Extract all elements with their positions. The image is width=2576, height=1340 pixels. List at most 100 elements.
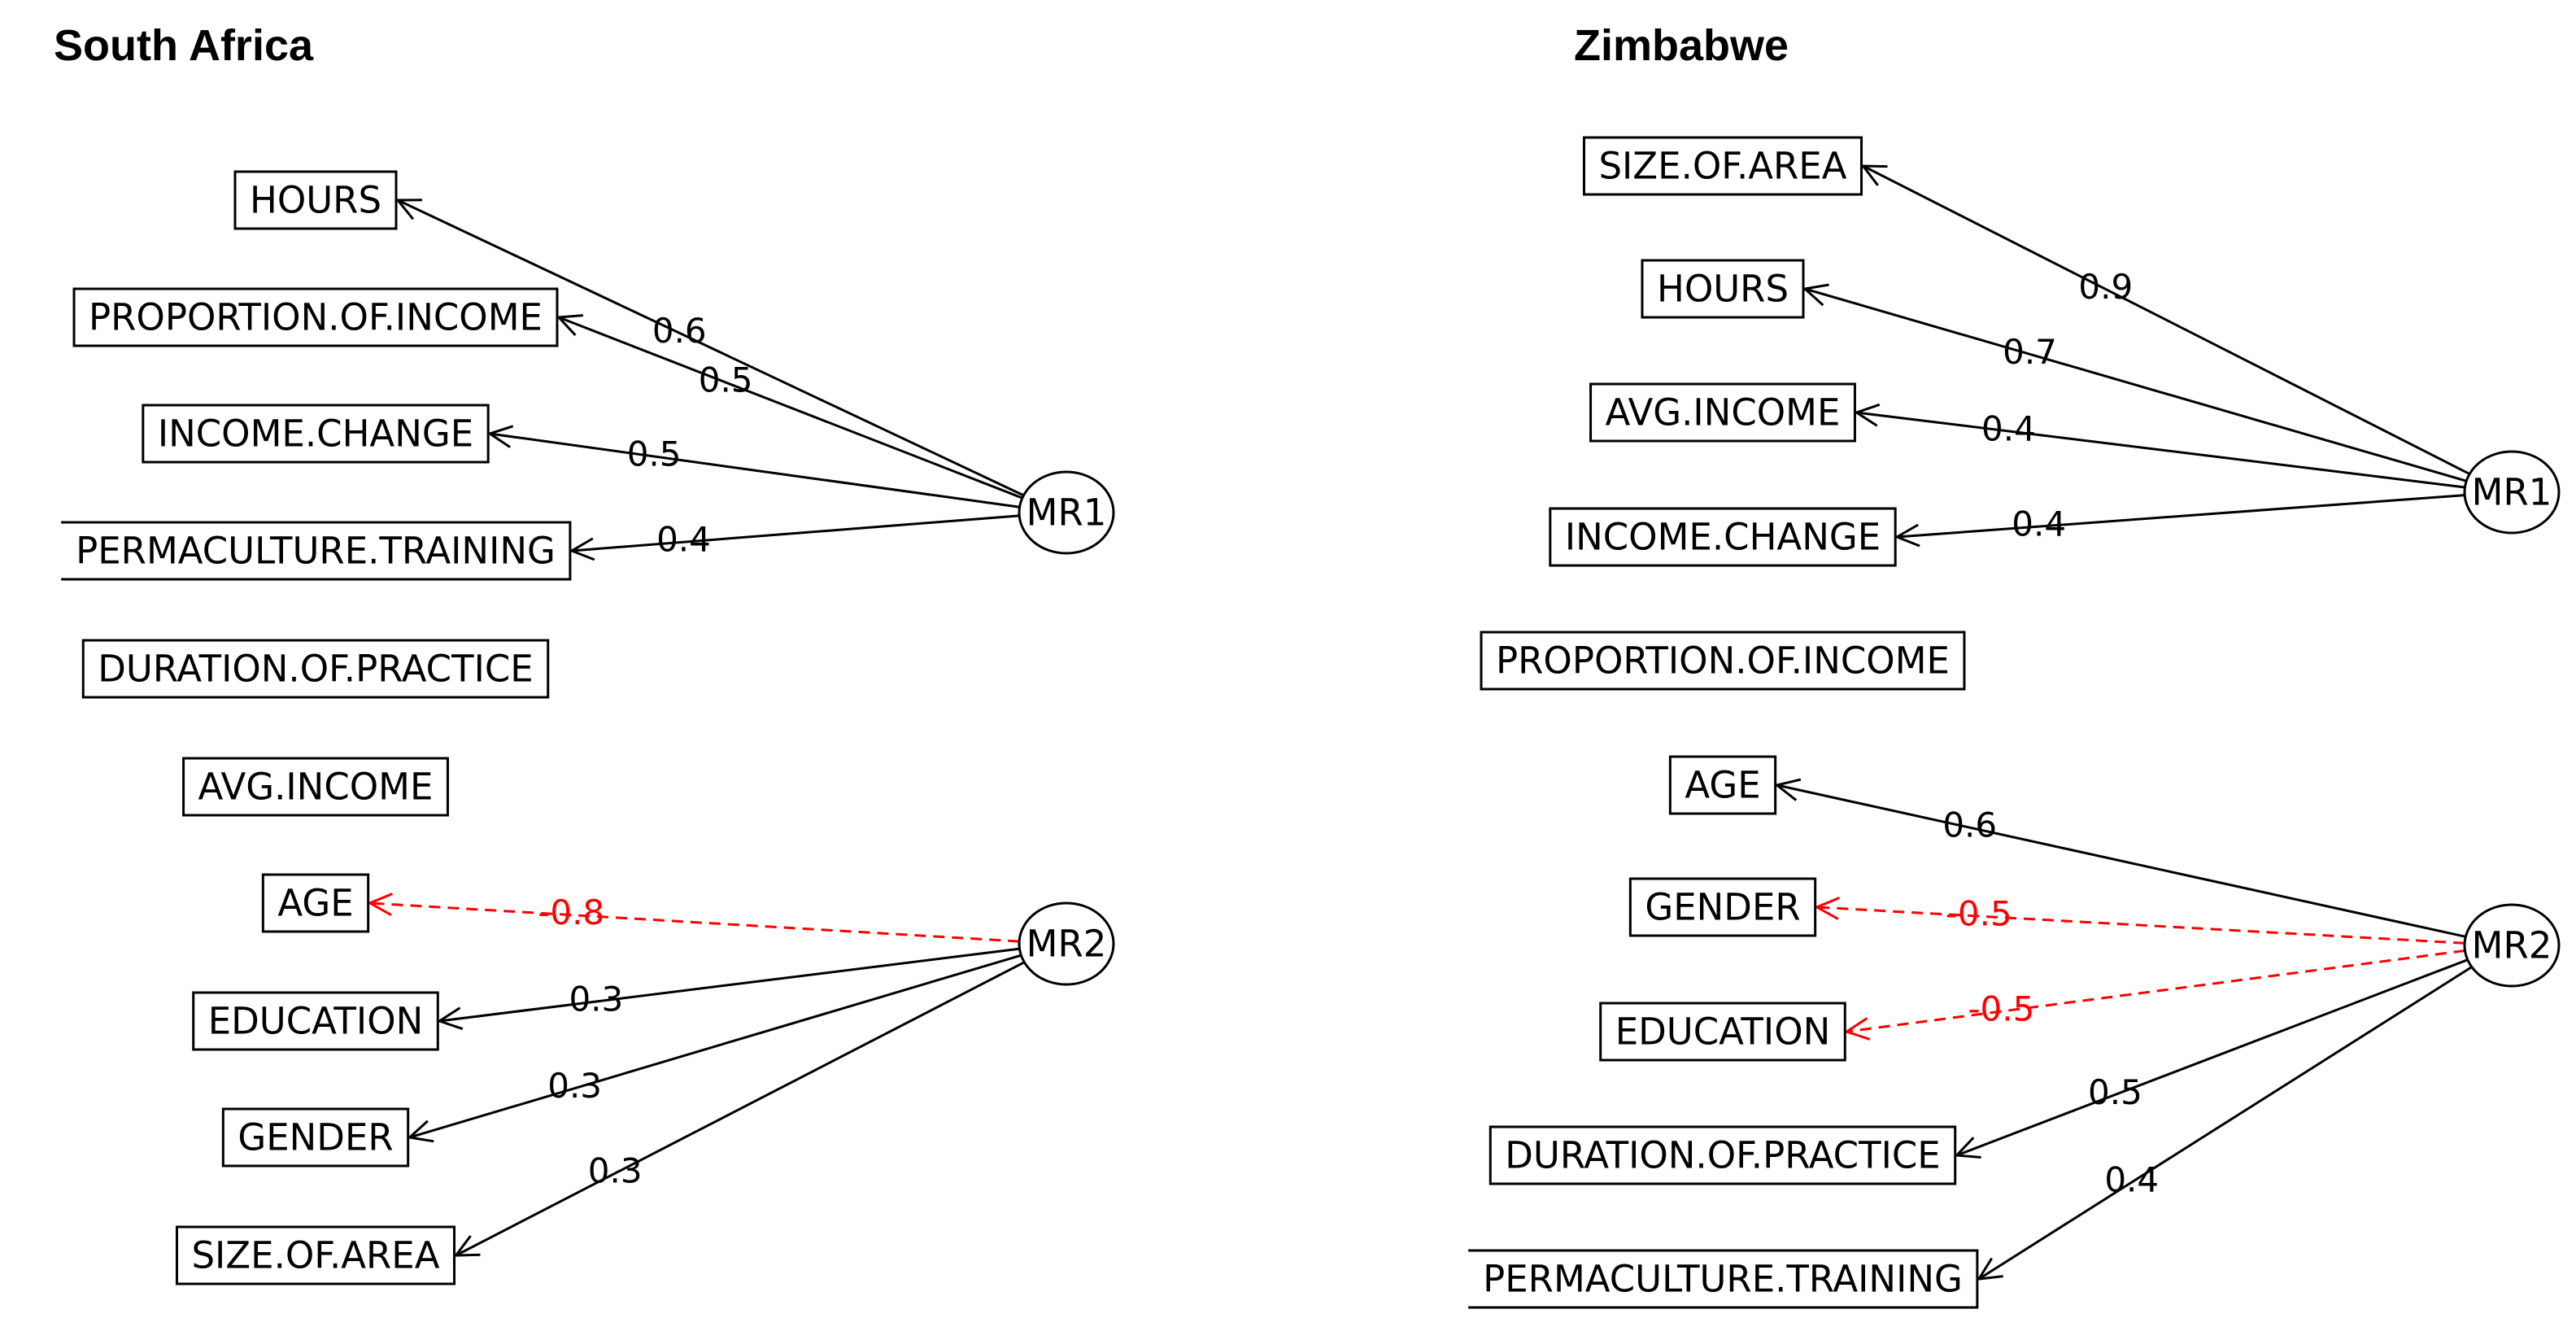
edge-line — [1978, 966, 2473, 1281]
factor-node-mr2: MR2 — [2463, 903, 2561, 988]
loading-edge-mr1-hours: 0.7 — [1802, 283, 2467, 482]
edge-line — [397, 199, 1025, 497]
variable-box — [1668, 755, 1777, 815]
factor-label: MR1 — [2472, 471, 2552, 514]
edge-line — [1862, 164, 2470, 475]
variable-node-age: AGE — [261, 873, 370, 933]
factor-ellipse — [1018, 470, 1115, 555]
loading-edge-mr2-gender: 0.3 — [407, 954, 1022, 1143]
loading-edge-mr1-proportion-of-income: 0.5 — [556, 314, 1023, 500]
arrow-head-icon — [1860, 164, 1888, 186]
variable-label: AVG.INCOME — [198, 766, 434, 809]
arrow-head-icon — [394, 199, 423, 220]
variable-node-duration-of-practice: DURATION.OF.PRACTICE — [1489, 1125, 1957, 1185]
arrow-head-icon — [1802, 283, 1829, 307]
loading-value: 0.9 — [2078, 267, 2133, 307]
variable-node-income-change: INCOME.CHANGE — [142, 404, 490, 464]
variable-box — [192, 991, 439, 1051]
variable-node-income-change: INCOME.CHANGE — [1549, 507, 1897, 567]
variable-box — [1480, 631, 1966, 691]
variable-box — [72, 287, 559, 347]
variable-node-proportion-of-income: PROPORTION.OF.INCOME — [72, 287, 559, 347]
loading-value: 0.7 — [2003, 332, 2057, 372]
variable-node-hours: HOURS — [1641, 259, 1805, 319]
edge-line — [1956, 958, 2469, 1157]
arrow-head-icon — [1843, 1017, 1871, 1041]
variable-node-avg-income: AVG.INCOME — [182, 757, 449, 817]
variable-label: SIZE.OF.AREA — [191, 1234, 439, 1277]
arrow-head-icon — [407, 1120, 434, 1143]
loading-edge-mr2-education: 0.3 — [436, 947, 1020, 1031]
edge-line — [558, 316, 1023, 500]
loading-edge-mr1-income-change: 0.4 — [1894, 494, 2465, 548]
loading-value: 0.5 — [699, 360, 753, 399]
loading-edge-mr2-gender: -0.5 — [1814, 894, 2465, 945]
variable-node-avg-income: AVG.INCOME — [1589, 382, 1856, 443]
arrow-head-icon — [569, 537, 595, 561]
variable-node-gender: GENDER — [1628, 877, 1817, 937]
loading-edge-mr1-avg-income: 0.4 — [1854, 403, 2465, 489]
variable-box — [142, 404, 490, 464]
variable-layer-south-africa: HOURSPROPORTION.OF.INCOMEINCOME.CHANGEPE… — [61, 170, 572, 1285]
variable-node-proportion-of-income: PROPORTION.OF.INCOME — [1480, 631, 1966, 691]
loading-value: 0.6 — [1942, 805, 1997, 845]
edge-layer-zimbabwe: 0.90.70.40.40.6-0.5-0.50.50.4 — [1774, 164, 2473, 1281]
variable-label: DURATION.OF.PRACTICE — [1505, 1134, 1940, 1177]
panel-title-south-africa: South Africa — [54, 21, 314, 70]
loading-edge-mr2-age: -0.8 — [367, 893, 1020, 943]
variable-box — [233, 170, 398, 230]
variable-node-permaculture-training: PERMACULTURE.TRAINING — [1468, 1249, 1979, 1309]
factor-label: MR2 — [1026, 923, 1107, 966]
variable-label: INCOME.CHANGE — [1565, 516, 1881, 559]
panel-title-zimbabwe: Zimbabwe — [1574, 21, 1789, 70]
loading-edge-mr1-size-of-area: 0.9 — [1860, 164, 2470, 475]
loading-value: -0.8 — [538, 893, 604, 932]
variable-layer-zimbabwe: SIZE.OF.AREA HOURS AVG.INCOME INCOME.CHANGE… — [1468, 136, 1979, 1309]
variable-node-gender: GENDER — [221, 1107, 410, 1168]
loading-value: 0.4 — [2012, 504, 2066, 544]
arrow-head-icon — [1954, 1137, 1981, 1159]
arrow-head-icon — [1814, 897, 1840, 920]
loading-value: 0.4 — [656, 520, 711, 560]
arrow-head-icon — [1976, 1257, 2003, 1281]
variable-label: AGE — [277, 882, 353, 925]
arrow-head-icon — [1854, 403, 1881, 427]
loading-edge-mr1-income-change: 0.5 — [486, 425, 1020, 509]
factor-node-mr1: MR1 — [2463, 450, 2561, 535]
loading-value: -0.5 — [1946, 894, 2012, 934]
variable-box — [1489, 1125, 1957, 1185]
factor-ellipse — [2463, 450, 2561, 535]
edge-line — [489, 432, 1020, 509]
factor-node-mr1: MR1 — [1018, 470, 1115, 555]
factor-label: MR2 — [2472, 924, 2552, 967]
edge-line — [439, 947, 1020, 1023]
variable-node-size-of-area: SIZE.OF.AREA — [1582, 136, 1863, 196]
arrow-head-icon — [556, 314, 583, 336]
edge-line — [409, 954, 1022, 1139]
loading-value: 0.5 — [2088, 1072, 2142, 1112]
variable-label: PROPORTION.OF.INCOME — [89, 296, 543, 339]
variable-label: EDUCATION — [1615, 1010, 1831, 1054]
variable-node-education: EDUCATION — [192, 991, 439, 1051]
loading-value: 0.5 — [627, 434, 682, 474]
variable-box — [261, 873, 370, 933]
variable-label: GENDER — [238, 1116, 393, 1159]
factor-label: MR1 — [1026, 491, 1107, 535]
variable-node-duration-of-practice: DURATION.OF.PRACTICE — [81, 639, 550, 699]
variable-box — [1468, 1249, 1979, 1309]
variable-node-hours: HOURS — [233, 170, 398, 230]
variable-box — [1582, 136, 1863, 196]
loading-edge-mr2-size-of-area: 0.3 — [453, 961, 1026, 1257]
arrow-head-icon — [367, 893, 393, 916]
variable-box — [182, 757, 449, 817]
edge-layer-south-africa: 0.60.50.50.4-0.80.30.30.3 — [367, 199, 1026, 1257]
loading-edge-mr2-education: -0.5 — [1843, 949, 2465, 1041]
edge-line — [1846, 949, 2465, 1033]
variable-node-size-of-area: SIZE.OF.AREA — [175, 1225, 456, 1285]
loading-value: 0.3 — [569, 980, 623, 1019]
loading-edge-mr1-permaculture-training: 0.4 — [569, 514, 1020, 561]
edge-line — [455, 961, 1026, 1257]
loading-edge-mr2-permaculture-training: 0.4 — [1976, 966, 2473, 1281]
